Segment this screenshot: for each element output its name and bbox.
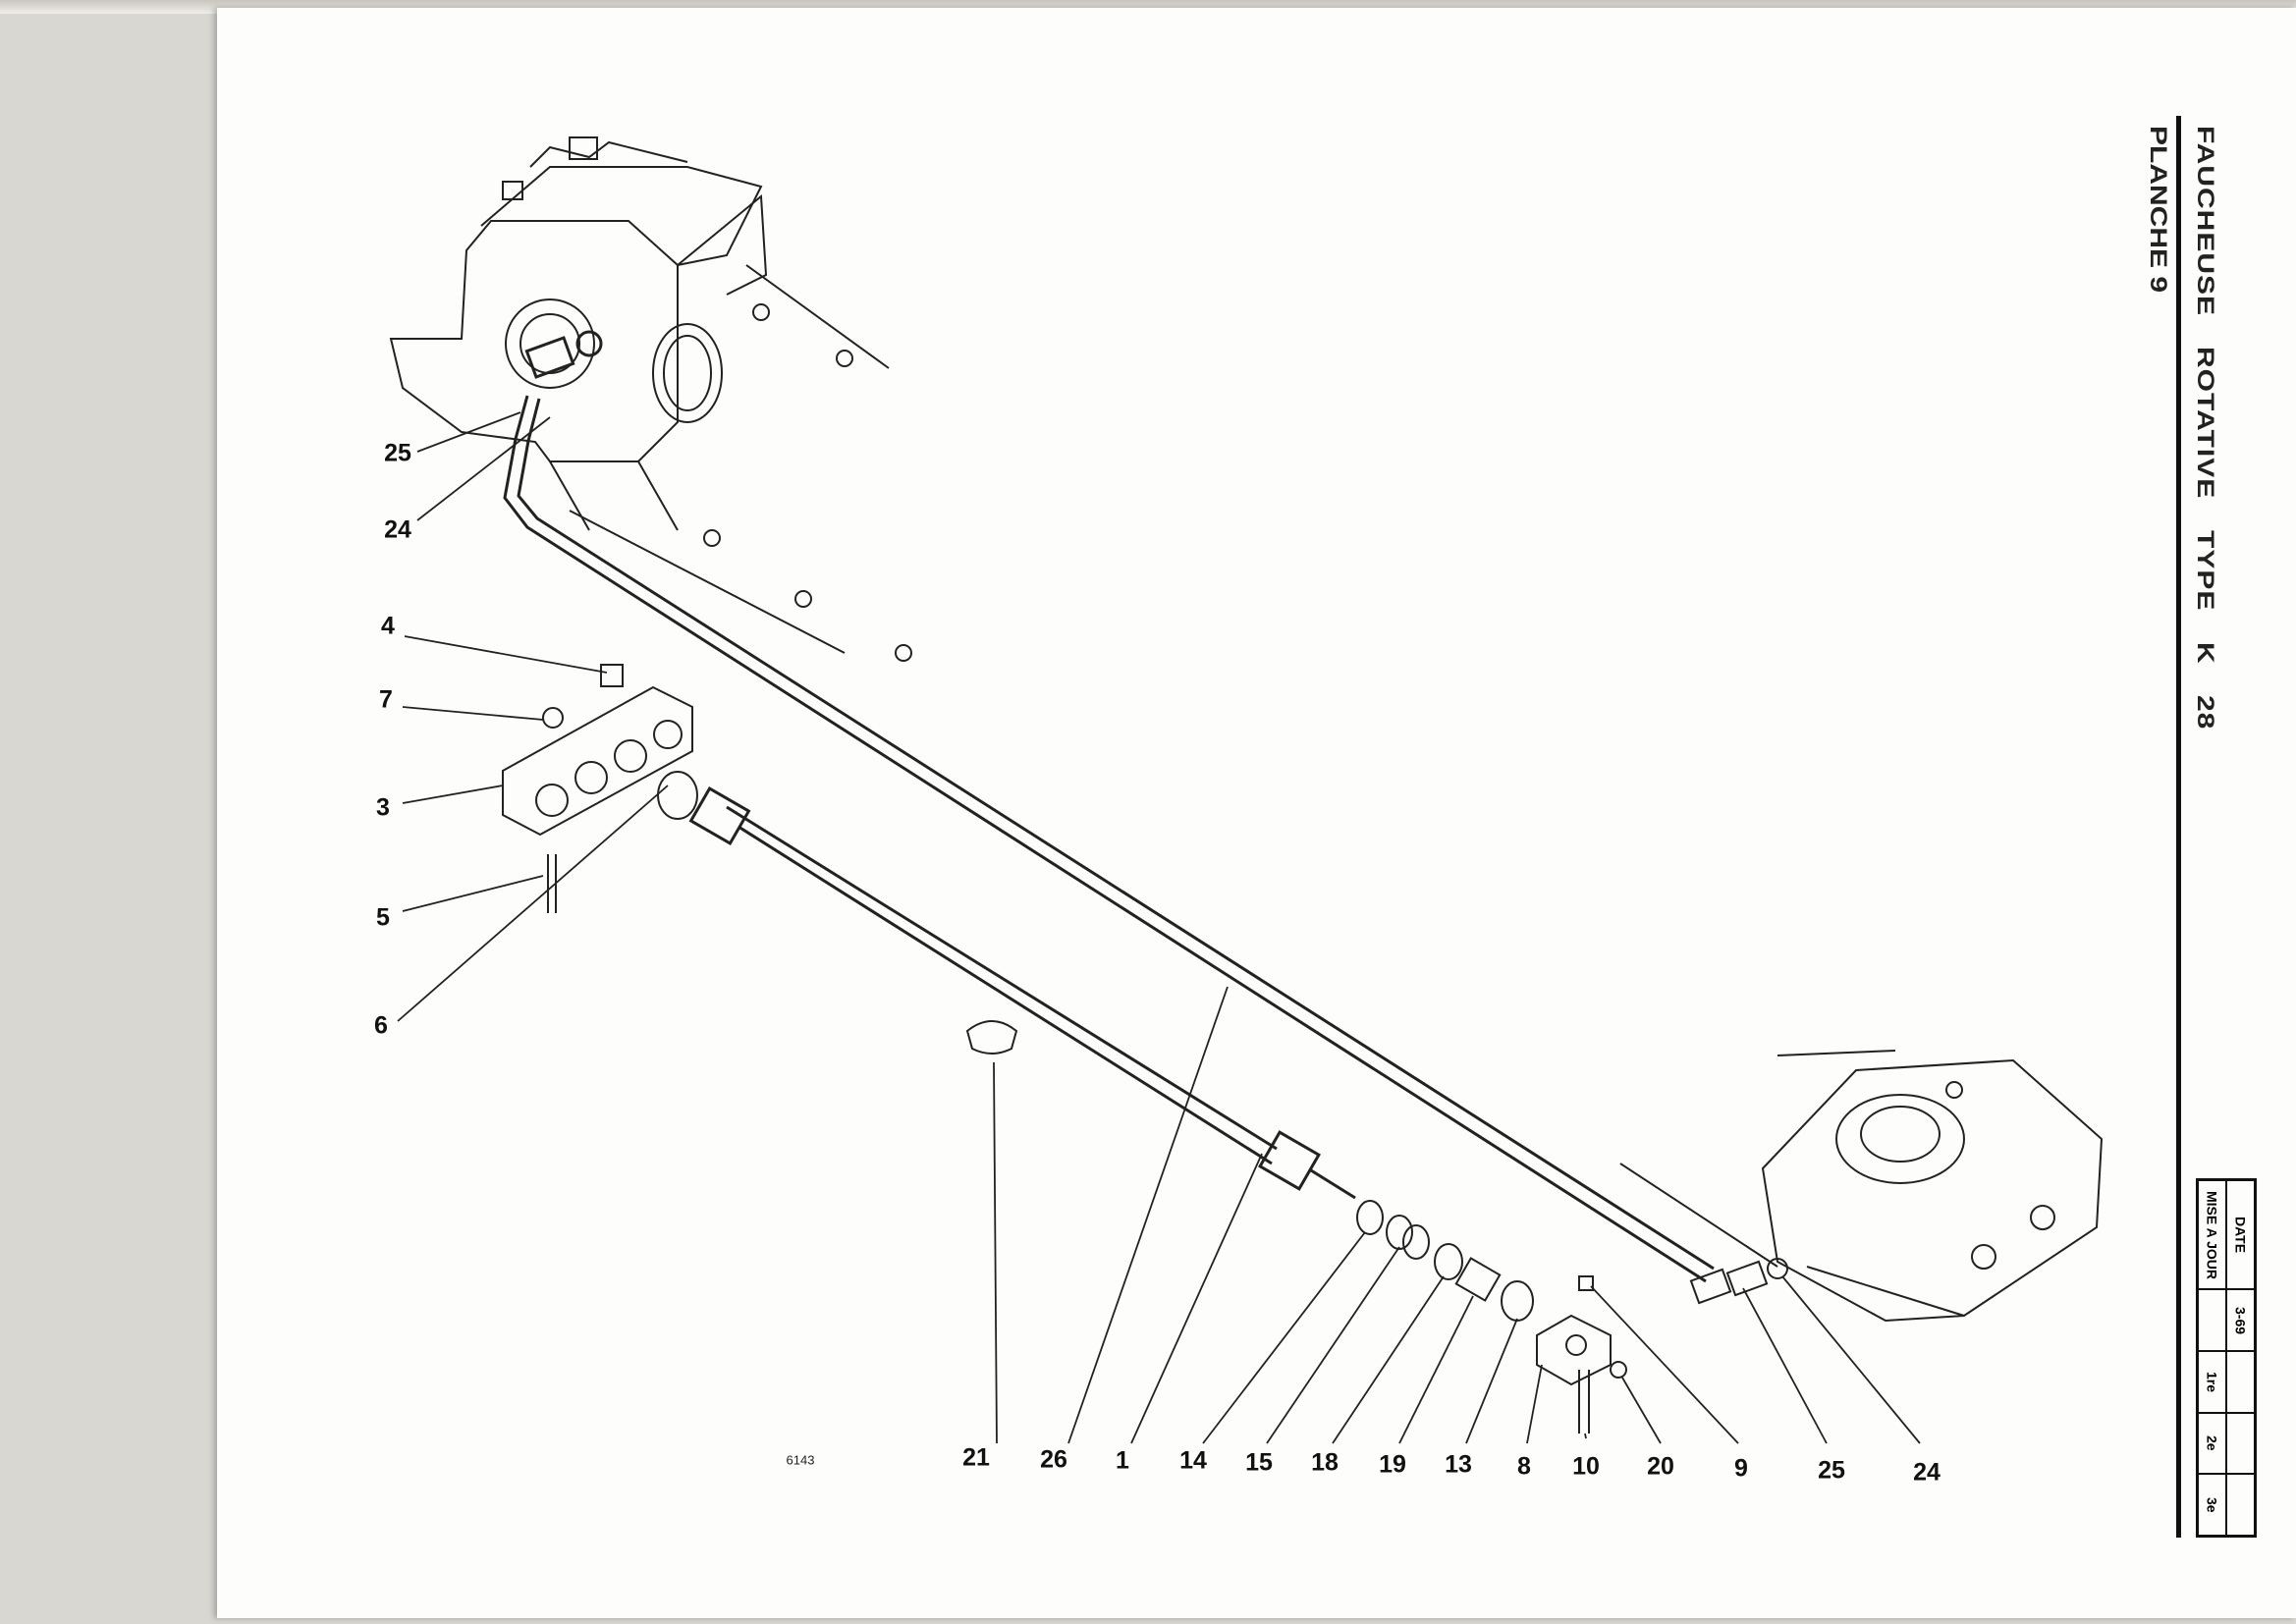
revision-cell xyxy=(2225,1351,2254,1412)
part-label: 26 xyxy=(1040,1445,1067,1474)
revision-label: 1re xyxy=(2204,1371,2220,1392)
part-label: 10 xyxy=(1572,1452,1600,1481)
cap-part-21 xyxy=(965,1020,1018,1055)
part-label: 18 xyxy=(1311,1448,1339,1477)
revision-table: MISE A JOUR DATE 3-69 1re 2e 3e xyxy=(2196,1178,2257,1538)
part-label: 25 xyxy=(1818,1456,1845,1485)
drawing-number: 6143 xyxy=(786,1452,815,1468)
revision-label: 3e xyxy=(2204,1496,2220,1513)
title-word: 28 xyxy=(2192,694,2218,731)
revision-label: 2e xyxy=(2204,1435,2220,1451)
bearing-block xyxy=(502,664,698,913)
title-word: FAUCHEUSE xyxy=(2192,126,2218,317)
revision-cell xyxy=(2199,1290,2225,1350)
part-label: 15 xyxy=(1245,1448,1273,1477)
shaft-small-parts xyxy=(1356,1200,1788,1434)
part-label: 14 xyxy=(1179,1446,1207,1475)
revision-header: MISE A JOUR xyxy=(2204,1190,2220,1279)
title-word: ROTATIVE xyxy=(2192,347,2218,500)
title-word: K xyxy=(2192,641,2218,665)
drawing-sheet xyxy=(217,8,2296,1618)
leader-lines xyxy=(397,411,1921,1444)
part-label: 24 xyxy=(1913,1458,1941,1487)
plate-number: PLANCHE 9 xyxy=(2145,126,2171,294)
title-word: TYPE xyxy=(2192,529,2218,612)
drive-shaft xyxy=(688,785,1356,1200)
part-label: 8 xyxy=(1517,1452,1531,1481)
hydraulic-pipe xyxy=(503,330,1715,1283)
part-label: 6 xyxy=(374,1011,388,1040)
part-label: 4 xyxy=(381,612,395,640)
part-label: 25 xyxy=(384,439,411,467)
part-label: 9 xyxy=(1734,1454,1748,1483)
part-label: 13 xyxy=(1445,1450,1472,1479)
part-label: 5 xyxy=(376,903,390,932)
sheet-title: FAUCHEUSE ROTATIVE TYPE K 28 xyxy=(2191,126,2217,751)
part-label: 21 xyxy=(962,1443,990,1472)
date-value: 3-69 xyxy=(2225,1290,2254,1350)
part-label: 1 xyxy=(1116,1446,1129,1475)
part-label: 24 xyxy=(384,515,411,544)
part-label: 19 xyxy=(1379,1450,1406,1479)
gearbox-housing xyxy=(389,136,912,662)
title-rule xyxy=(2176,116,2181,1538)
part-label: 20 xyxy=(1647,1452,1674,1481)
revision-cell xyxy=(2225,1413,2254,1474)
rotor-housing xyxy=(1619,1050,2104,1323)
revision-cell xyxy=(2225,1475,2254,1535)
date-label: DATE xyxy=(2225,1181,2254,1289)
part-label: 3 xyxy=(376,793,390,822)
part-label: 7 xyxy=(379,685,393,714)
